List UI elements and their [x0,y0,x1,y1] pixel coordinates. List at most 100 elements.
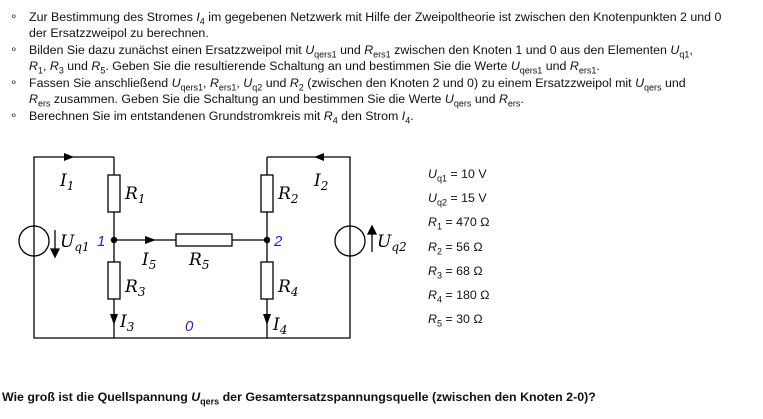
text: und [471,92,499,106]
node-1-label: 1 [97,233,105,250]
subscript: q1 [679,49,690,60]
bullet-icon: ∘ [10,42,18,56]
text: , [689,43,693,57]
subscript: ers1 [218,82,237,93]
subscript: qers1 [519,65,543,76]
subscript: 4 [405,115,411,126]
bullet-icon: ∘ [10,75,18,89]
subscript: 4 [332,115,338,126]
resistor-r5 [175,233,233,247]
text: Bilden Sie dazu zunächst einen Ersatzzwe… [29,43,306,57]
label-r2: R2 [277,184,298,206]
text: und [661,76,686,90]
i3-arrow-icon [110,314,118,325]
subscript: ers [507,98,521,109]
symbol: R [91,59,101,73]
node-2-dot [263,236,271,244]
i4-arrow-icon [263,314,271,325]
symbol: U [171,76,181,90]
symbol: U [635,76,645,90]
subscript: q2 [252,82,263,93]
task-1: ∘ Zur Bestimmung des Stromes I4 im gegeb… [10,9,760,41]
text: zwischen den Knoten 1 und 0 aus den Elem… [390,43,671,57]
subscript: ers1 [578,65,597,76]
symbol: U [670,43,680,57]
i5-arrow-icon [145,236,156,244]
resistor-r4 [260,261,274,300]
subscript: 3 [58,65,64,76]
task-2: ∘ Bilden Sie dazu zunächst einen Ersatzz… [10,42,760,76]
subscript: ers [37,98,51,109]
label-r1: R1 [124,184,145,206]
symbol: R [364,43,374,57]
text: . [596,59,600,73]
text: und [63,59,92,73]
subscript: 5 [100,65,106,76]
resistor-r3 [107,261,121,300]
symbol: R [209,76,219,90]
label-i3: I3 [119,312,135,334]
text: zusammen. Geben Sie die Schaltung an und… [50,92,445,106]
label-uq2: Uq2 [377,232,407,254]
subscript: 2 [298,82,304,93]
label-uq1: Uq1 [60,232,90,254]
label-i1: I1 [59,171,74,193]
subscript: qers1 [180,82,204,93]
label-r3: R3 [124,277,146,299]
i2-arrow-icon [314,153,324,161]
label-i4: I4 [272,315,287,337]
text: . [520,92,524,106]
text: und [542,59,570,73]
label-i2: I2 [313,171,328,193]
value-row: Uq1 = 10 V [428,167,487,184]
text: den Strom [337,109,402,123]
symbol: R [49,59,59,73]
i1-arrow-icon [64,153,74,161]
subscript: qers1 [314,49,337,60]
symbol: R [29,59,38,73]
task-list: ∘ Zur Bestimmung des Stromes I4 im gegeb… [10,9,760,125]
text: , [42,59,50,73]
symbol: R [498,92,508,106]
value-row: R3 = 68 Ω [428,263,483,281]
symbol: U [305,43,315,57]
symbol: R [569,59,579,73]
symbol: I [196,10,200,24]
task-1-text: der Ersatzzweipol zu berechnen. [29,26,209,40]
node-0-label: 0 [185,318,194,335]
label-i5: I5 [141,250,156,272]
symbol: U [243,76,253,90]
task-1-text: Zur Bestimmung des Stromes [29,10,197,24]
symbol: U [510,59,520,73]
symbol: R [289,76,299,90]
resistor-r1 [107,174,121,213]
subscript: qers [644,82,662,93]
label-r4: R4 [277,277,298,299]
value-row: R4 = 180 Ω [428,287,490,305]
text: Fassen Sie anschließend [29,76,172,90]
value-row: R5 = 30 Ω [428,312,483,329]
text: , [236,76,244,90]
symbol: I [401,109,406,123]
subscript: ers1 [373,49,391,60]
bullet-icon: ∘ [10,108,18,122]
text: und [336,43,365,57]
node-2-label: 2 [273,233,283,250]
label-r5: R5 [188,250,209,272]
subscript: 4 [199,16,205,27]
text: (zwischen den Knoten 2 und 0) zu einem E… [303,76,636,90]
task-4: ∘ Berechnen Sie im entstandenen Grundstr… [10,108,760,126]
question-text: Wie groß ist die Quellspannung Uqers der… [2,390,596,407]
value-row: R2 = 56 Ω [428,239,483,257]
value-row: Uq2 = 15 V [428,191,487,208]
subscript: 1 [37,65,43,76]
value-row: R1 = 470 Ω [428,215,490,232]
text: . [410,109,414,123]
text: Berechnen Sie im entstandenen Grundstrom… [29,109,324,123]
node-1-dot [110,236,118,244]
text: und [262,76,290,90]
symbol: R [29,92,38,106]
text: . Geben Sie die resultierende Schaltung … [105,59,511,73]
symbol: U [444,92,454,106]
subscript: qers [453,98,472,109]
